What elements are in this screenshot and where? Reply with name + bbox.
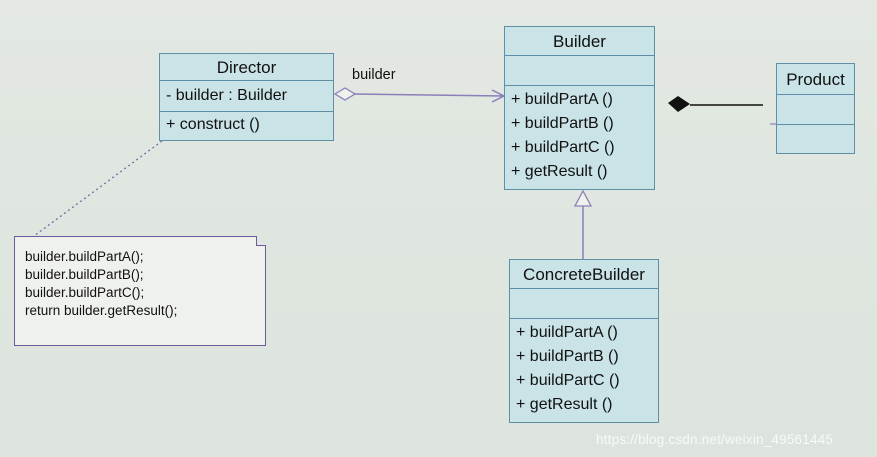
note-line: builder.buildPartA(); <box>25 249 144 264</box>
operation: + buildPartA () <box>516 324 618 341</box>
operation: + construct () <box>166 116 260 133</box>
operation: + getResult () <box>516 396 613 413</box>
operation: + buildPartC () <box>511 139 615 156</box>
operations-compartment: + buildPartA () + buildPartB () + buildP… <box>510 319 658 417</box>
attributes-compartment <box>505 56 654 86</box>
operations-compartment: + construct () <box>160 112 333 137</box>
composition-diamond <box>668 96 690 112</box>
operation: + buildPartB () <box>516 348 619 365</box>
aggregation-diamond <box>333 87 357 101</box>
attributes-compartment: - builder : Builder <box>160 81 333 112</box>
class-name: Director <box>160 54 333 81</box>
class-concrete-builder[interactable]: ConcreteBuilder + buildPartA () + buildP… <box>509 259 659 423</box>
watermark: https://blog.csdn.net/weixin_49561445 <box>596 432 834 447</box>
note-folded-corner <box>256 236 266 246</box>
note-line: return builder.getResult(); <box>25 303 178 318</box>
aggregation-line <box>353 93 505 97</box>
class-builder[interactable]: Builder + buildPartA () + buildPartB () … <box>504 26 655 190</box>
attributes-compartment <box>777 95 854 125</box>
attribute: - builder : Builder <box>166 87 287 104</box>
attributes-compartment <box>510 289 658 319</box>
operations-compartment: + buildPartA () + buildPartB () + buildP… <box>505 86 654 184</box>
note[interactable]: builder.buildPartA(); builder.buildPartB… <box>14 236 266 346</box>
association-label: builder <box>352 67 396 83</box>
operation: + buildPartA () <box>511 91 613 108</box>
note-connector <box>33 140 163 237</box>
operation: + buildPartC () <box>516 372 620 389</box>
generalization-triangle <box>573 189 593 207</box>
class-name: Builder <box>505 27 654 56</box>
class-name: Product <box>777 64 854 95</box>
note-line: builder.buildPartB(); <box>25 267 144 282</box>
note-line: builder.buildPartC(); <box>25 285 145 300</box>
operation: + buildPartB () <box>511 115 614 132</box>
operation: + getResult () <box>511 163 608 180</box>
class-product[interactable]: Product <box>776 63 855 154</box>
class-director[interactable]: Director - builder : Builder + construct… <box>159 53 334 141</box>
class-name: ConcreteBuilder <box>510 260 658 289</box>
